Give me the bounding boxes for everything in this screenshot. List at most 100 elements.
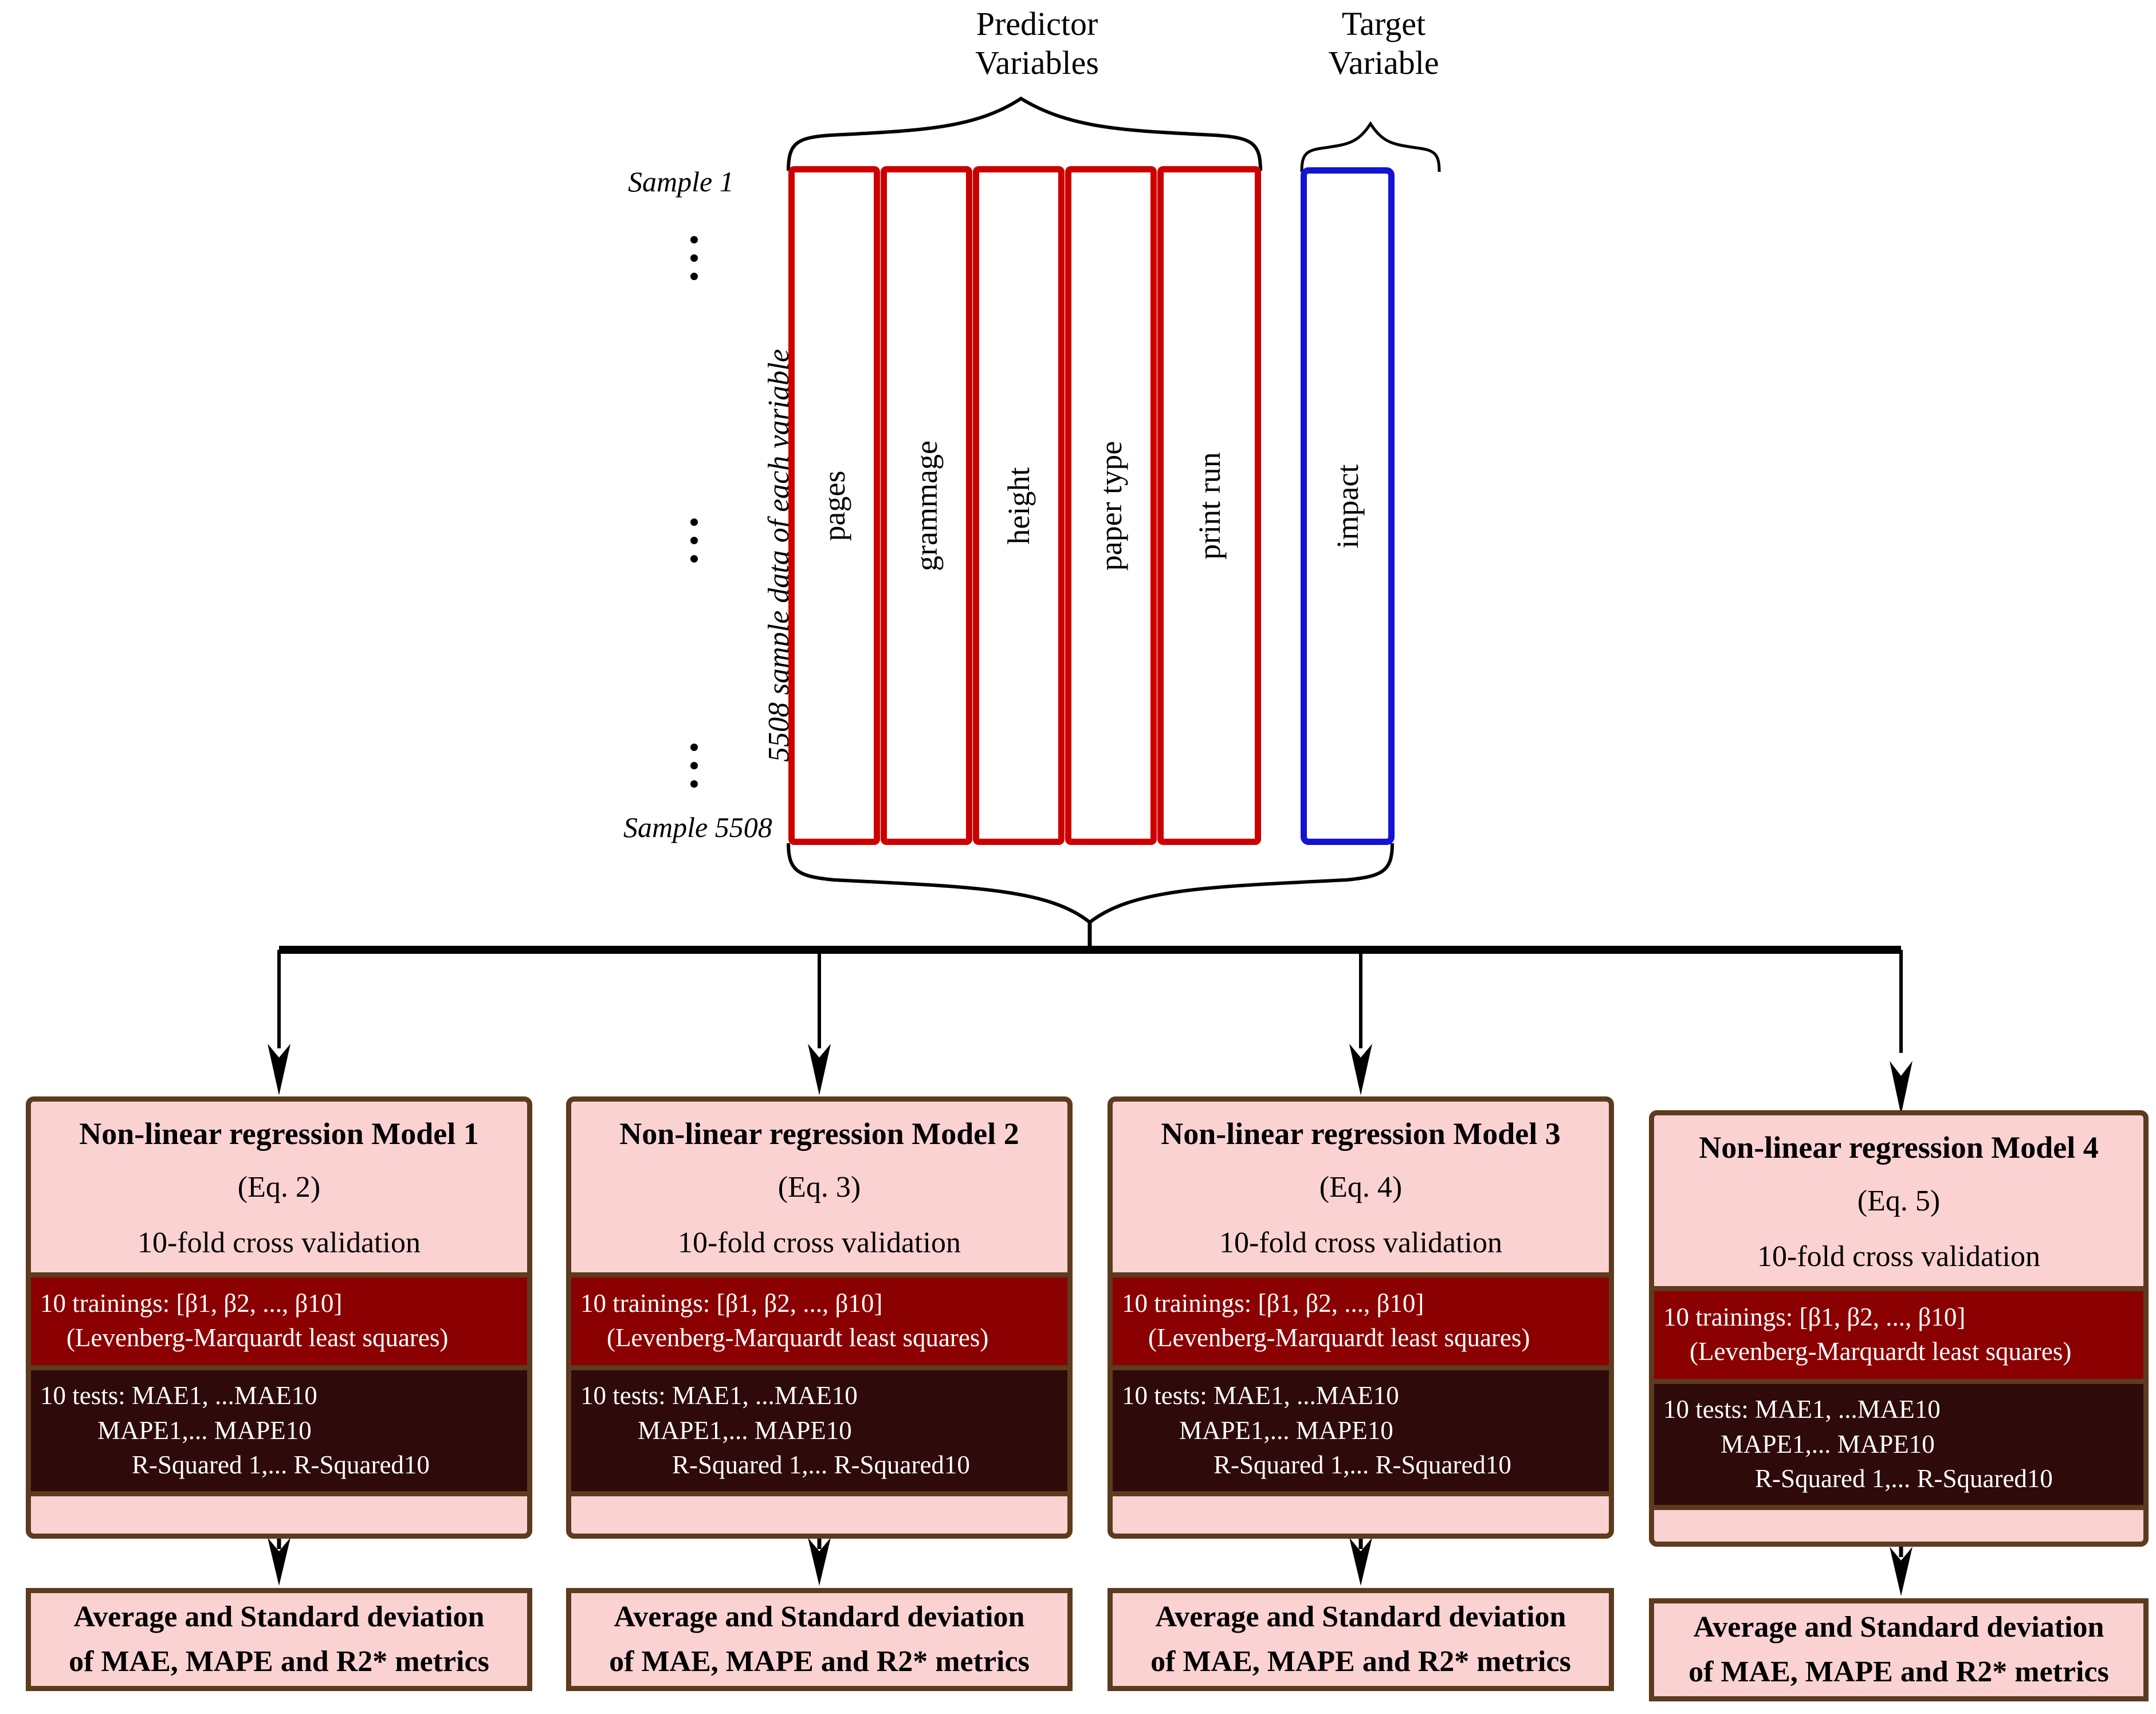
model-training-band: 10 trainings: [β1, β2, ..., β10] (Levenb…: [1113, 1272, 1609, 1371]
predictor-column-pages[interactable]: pages: [788, 166, 880, 845]
column-label: pages: [817, 470, 851, 541]
model-header: Non-linear regression Model 2 (Eq. 3) 10…: [571, 1102, 1067, 1273]
column-label: print run: [1192, 451, 1227, 560]
column-label: paper type: [1094, 441, 1128, 571]
result-text: Average and Standard deviation of MAE, M…: [1688, 1605, 2109, 1695]
predictor-column-print-run[interactable]: print run: [1157, 166, 1261, 845]
training-line-2: (Levenberg-Marquardt least squares): [607, 1323, 989, 1352]
result-text: Average and Standard deviation of MAE, M…: [1150, 1595, 1571, 1684]
model-header: Non-linear regression Model 4 (Eq. 5) 10…: [1654, 1115, 2143, 1287]
result-line-2: of MAE, MAPE and R2* metrics: [609, 1645, 1030, 1678]
sample-first-label: Sample 1: [628, 166, 734, 198]
target-brace: [1300, 121, 1441, 172]
result-line-2: of MAE, MAPE and R2* metrics: [1688, 1656, 2109, 1688]
target-variable-label-line2: Variable: [1328, 44, 1439, 82]
predictor-variables-label-line1: Predictor: [976, 5, 1098, 42]
result-arrowhead-1: [268, 1538, 290, 1586]
predictor-variables-label: Predictor Variables: [848, 5, 1226, 83]
model-header: Non-linear regression Model 3 (Eq. 4) 10…: [1113, 1102, 1609, 1273]
predictor-column-paper-type[interactable]: paper type: [1065, 166, 1157, 845]
model-equation: (Eq. 3): [777, 1171, 861, 1204]
model-footer-strip: [1654, 1505, 2143, 1536]
test-line-1: 10 tests: MAE1, ...MAE10: [580, 1381, 858, 1410]
model-equation: (Eq. 4): [1319, 1171, 1403, 1204]
branch-arrowhead-3: [1349, 1044, 1372, 1095]
result-box-4[interactable]: Average and Standard deviation of MAE, M…: [1649, 1598, 2149, 1701]
test-line-2: MAPE1,... MAPE10: [1179, 1416, 1393, 1445]
result-line-1: Average and Standard deviation: [614, 1601, 1025, 1633]
dataset-brace: [787, 843, 1394, 925]
model-validation: 10-fold cross validation: [1219, 1226, 1502, 1260]
column-label: grammage: [909, 440, 944, 571]
training-line-2: (Levenberg-Marquardt least squares): [66, 1323, 449, 1352]
model-test-band: 10 tests: MAE1, ...MAE10 MAPE1,... MAPE1…: [571, 1370, 1067, 1492]
branch-arrowhead-4: [1890, 1061, 1912, 1115]
predictor-column-grammage[interactable]: grammage: [881, 166, 972, 845]
model-title: Non-linear regression Model 4: [1699, 1130, 2099, 1165]
branch-arrowhead-2: [808, 1044, 831, 1095]
test-line-1: 10 tests: MAE1, ...MAE10: [40, 1381, 317, 1410]
sample-last-label: Sample 5508: [623, 811, 772, 843]
result-text: Average and Standard deviation of MAE, M…: [69, 1595, 489, 1684]
result-box-3[interactable]: Average and Standard deviation of MAE, M…: [1108, 1588, 1614, 1691]
column-label: impact: [1330, 464, 1365, 548]
ellipsis-dots-top: [690, 236, 698, 291]
model-test-band: 10 tests: MAE1, ...MAE10 MAPE1,... MAPE1…: [31, 1370, 527, 1492]
model-title: Non-linear regression Model 1: [79, 1117, 479, 1151]
training-line-1: 10 trainings: [β1, β2, ..., β10]: [40, 1289, 343, 1318]
training-line-2: (Levenberg-Marquardt least squares): [1148, 1323, 1530, 1352]
result-line-2: of MAE, MAPE and R2* metrics: [1150, 1645, 1571, 1678]
test-line-1: 10 tests: MAE1, ...MAE10: [1663, 1395, 1941, 1424]
model-footer-strip: [31, 1491, 527, 1522]
result-line-1: Average and Standard deviation: [1155, 1601, 1566, 1633]
model-box-4[interactable]: Non-linear regression Model 4 (Eq. 5) 10…: [1649, 1110, 2149, 1547]
model-box-3[interactable]: Non-linear regression Model 3 (Eq. 4) 10…: [1108, 1096, 1614, 1539]
target-column-impact[interactable]: impact: [1301, 167, 1395, 845]
model-validation: 10-fold cross validation: [1757, 1240, 2040, 1273]
training-line-2: (Levenberg-Marquardt least squares): [1690, 1336, 2072, 1366]
model-header: Non-linear regression Model 1 (Eq. 2) 10…: [31, 1102, 527, 1273]
test-line-3: R-Squared 1,... R-Squared10: [132, 1450, 430, 1479]
test-line-2: MAPE1,... MAPE10: [1721, 1429, 1935, 1459]
model-training-band: 10 trainings: [β1, β2, ..., β10] (Levenb…: [31, 1272, 527, 1371]
model-equation: (Eq. 2): [237, 1171, 321, 1204]
training-line-1: 10 trainings: [β1, β2, ..., β10]: [1122, 1289, 1424, 1318]
training-line-1: 10 trainings: [β1, β2, ..., β10]: [580, 1289, 883, 1318]
predictor-variables-label-line2: Variables: [975, 44, 1099, 82]
model-footer-strip: [571, 1491, 1067, 1522]
test-line-2: MAPE1,... MAPE10: [638, 1416, 852, 1445]
model-test-band: 10 tests: MAE1, ...MAE10 MAPE1,... MAPE1…: [1654, 1384, 2143, 1505]
model-equation: (Eq. 5): [1857, 1185, 1941, 1218]
branch-arrowhead-1: [268, 1044, 290, 1095]
test-line-3: R-Squared 1,... R-Squared10: [672, 1450, 970, 1479]
model-box-2[interactable]: Non-linear regression Model 2 (Eq. 3) 10…: [566, 1096, 1073, 1539]
test-line-2: MAPE1,... MAPE10: [97, 1416, 312, 1445]
model-footer-strip: [1113, 1491, 1609, 1522]
ellipsis-dots-bottom: [690, 744, 698, 799]
result-box-1[interactable]: Average and Standard deviation of MAE, M…: [26, 1588, 532, 1691]
model-training-band: 10 trainings: [β1, β2, ..., β10] (Levenb…: [1654, 1286, 2143, 1385]
result-line-1: Average and Standard deviation: [1693, 1611, 2104, 1644]
predictor-brace: [787, 96, 1262, 171]
model-title: Non-linear regression Model 3: [1161, 1117, 1561, 1151]
result-arrowhead-4: [1890, 1547, 1912, 1596]
model-validation: 10-fold cross validation: [138, 1226, 421, 1260]
predictor-column-height[interactable]: height: [973, 166, 1065, 845]
model-test-band: 10 tests: MAE1, ...MAE10 MAPE1,... MAPE1…: [1113, 1370, 1609, 1492]
training-line-1: 10 trainings: [β1, β2, ..., β10]: [1663, 1303, 1966, 1332]
ellipsis-dots-middle: [690, 518, 698, 573]
model-validation: 10-fold cross validation: [678, 1226, 961, 1260]
result-line-2: of MAE, MAPE and R2* metrics: [69, 1645, 489, 1678]
result-arrowhead-2: [808, 1538, 831, 1586]
model-training-band: 10 trainings: [β1, β2, ..., β10] (Levenb…: [571, 1272, 1067, 1371]
result-text: Average and Standard deviation of MAE, M…: [609, 1595, 1030, 1684]
test-line-1: 10 tests: MAE1, ...MAE10: [1122, 1381, 1399, 1410]
model-box-1[interactable]: Non-linear regression Model 1 (Eq. 2) 10…: [26, 1096, 532, 1539]
target-variable-label-line1: Target: [1341, 5, 1426, 42]
result-arrowhead-3: [1349, 1538, 1372, 1586]
test-line-3: R-Squared 1,... R-Squared10: [1755, 1464, 2053, 1493]
result-box-2[interactable]: Average and Standard deviation of MAE, M…: [566, 1588, 1073, 1691]
test-line-3: R-Squared 1,... R-Squared10: [1214, 1450, 1511, 1479]
target-variable-label: Target Variable: [1223, 5, 1544, 83]
